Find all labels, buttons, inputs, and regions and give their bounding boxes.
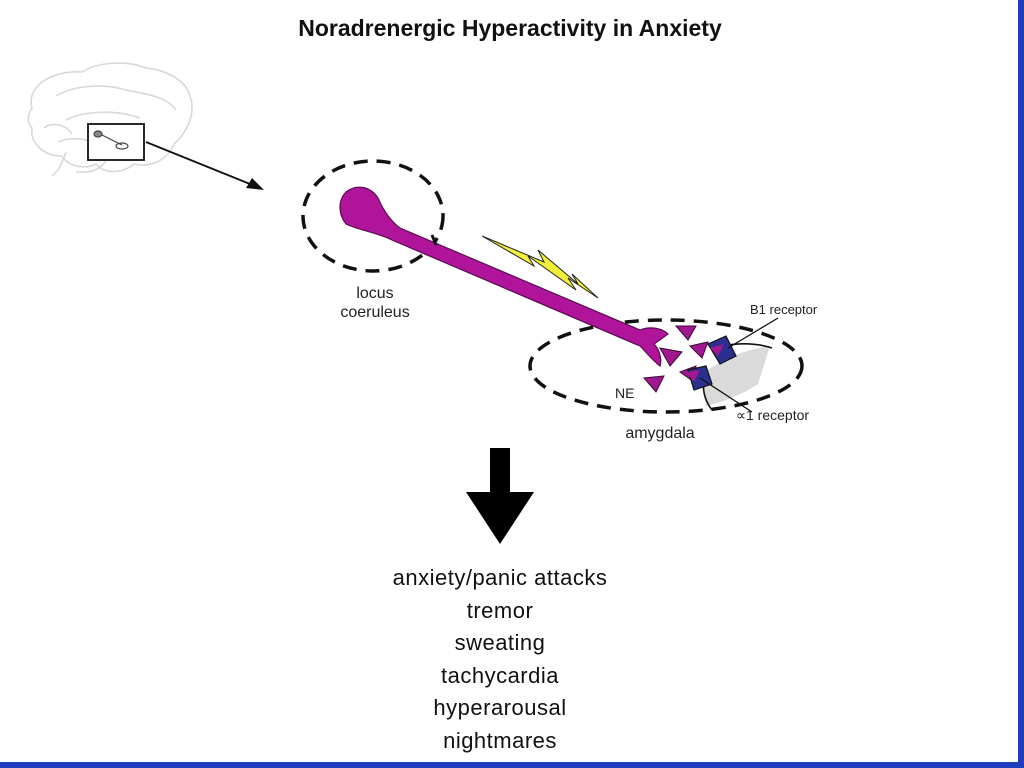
amygdala-region — [528, 318, 804, 414]
right-border-rule — [1018, 0, 1024, 768]
inset-neuron-icon — [93, 130, 129, 150]
slide-title: Noradrenergic Hyperactivity in Anxiety — [298, 15, 722, 41]
down-arrow-icon — [466, 448, 534, 544]
ne-molecule — [659, 347, 683, 367]
bottom-border-rule — [0, 762, 1024, 768]
alpha-leader-line — [699, 377, 753, 413]
alpha1-receptor-label: ∝1 receptor — [736, 407, 809, 423]
beta1-receptor-label: B1 receptor — [750, 302, 818, 317]
symptom-item: nightmares — [443, 727, 557, 753]
brain-outline-icon — [27, 62, 193, 177]
ne-molecule — [642, 375, 665, 393]
symptom-item: hyperarousal — [433, 695, 567, 720]
ne-molecule — [689, 341, 709, 359]
symptom-item: sweating — [454, 630, 546, 655]
amygdala-label: amygdala — [625, 425, 694, 442]
locus-label-line1: locus — [356, 285, 393, 302]
beta-leader-line — [727, 317, 779, 349]
locus-label-line2: coeruleus — [340, 304, 409, 321]
axon-hillock-mark — [430, 234, 438, 246]
locus-coeruleus-region — [301, 159, 445, 273]
lightning-bolt-icon — [481, 235, 599, 299]
ne-label: NE — [615, 385, 634, 401]
ne-neuron — [339, 186, 669, 367]
postsynaptic-membrane — [700, 346, 770, 406]
symptom-item: tremor — [466, 597, 534, 623]
symptom-list: anxiety/panic attacks tremor sweating ta… — [300, 562, 700, 757]
beta1-receptor — [707, 335, 737, 365]
symptom-item: tachycardia — [440, 662, 559, 688]
symptom-item: anxiety/panic attacks — [392, 565, 608, 590]
pointer-arrow — [145, 141, 264, 190]
ne-molecule — [674, 325, 697, 341]
